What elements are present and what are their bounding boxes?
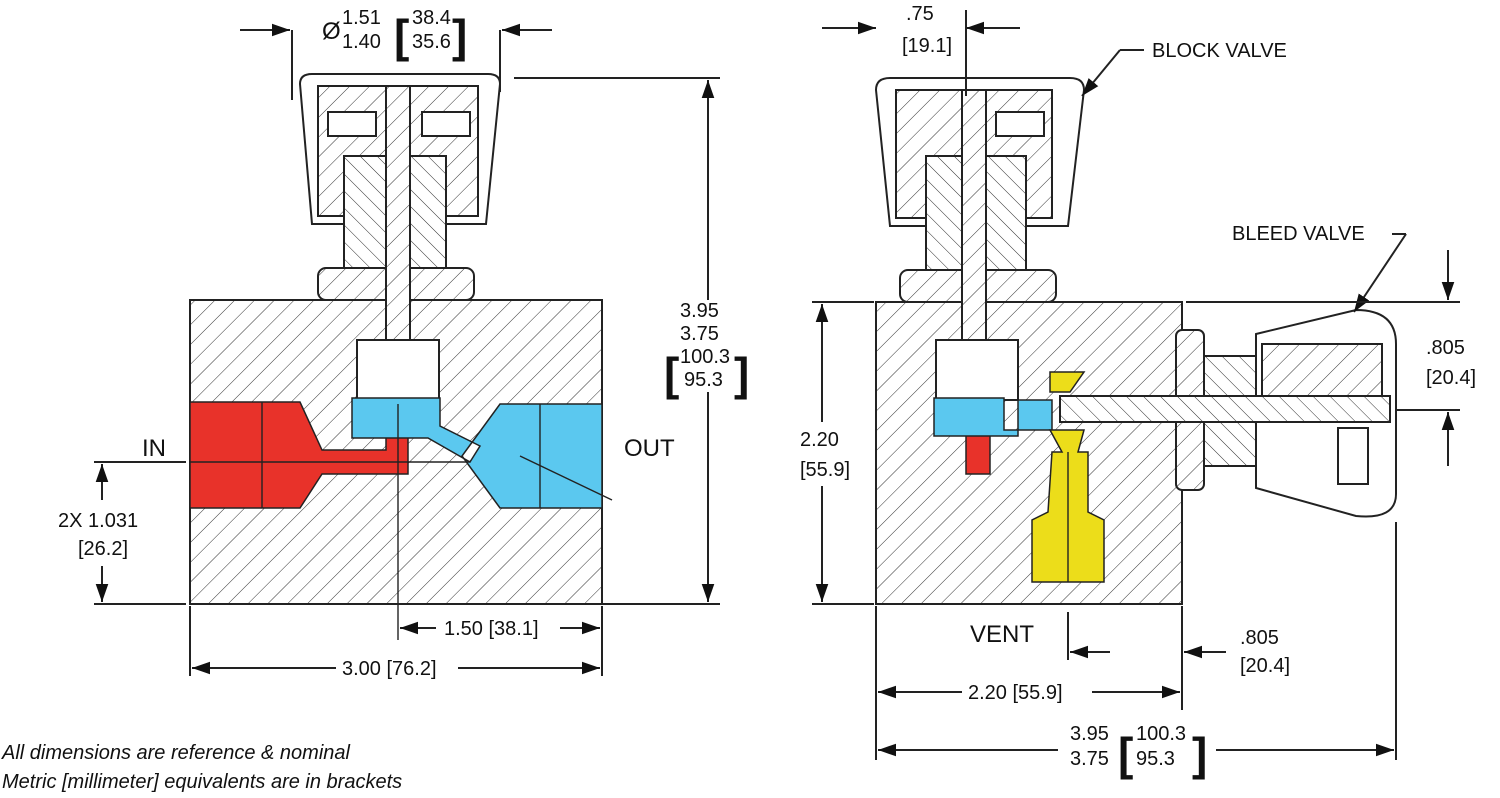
left-port-height-line2: [26.2] <box>78 538 128 560</box>
left-port-height-line1: 2X 1.031 <box>58 510 138 532</box>
left-diameter-min-mm: 35.6 <box>412 31 451 53</box>
right-view: .75 [19.1] BLOCK VALVE BLEED VALVE .805 … <box>800 3 1476 780</box>
right-overall-max-mm: 100.3 <box>1136 723 1186 745</box>
svg-text:[: [ <box>1118 728 1133 780</box>
note-line-1: All dimensions are reference & nominal <box>1 742 351 764</box>
left-width: 3.00 [76.2] <box>342 658 437 680</box>
right-stem-offset-line1: .75 <box>906 3 934 25</box>
left-height-max-in: 3.95 <box>680 300 719 322</box>
left-diameter-min-in: 1.40 <box>342 31 381 53</box>
svg-text:]: ] <box>452 10 467 62</box>
right-outlet-passage <box>933 397 1053 437</box>
right-bleed-height-line2: [20.4] <box>1426 367 1476 389</box>
svg-text:]: ] <box>734 348 749 400</box>
right-bleed-stem <box>1059 395 1391 423</box>
right-stem-offset-line2: [19.1] <box>902 35 952 57</box>
right-overall-min-in: 3.75 <box>1070 748 1109 770</box>
left-outlet-label: OUT <box>624 435 675 462</box>
left-height-min-in: 3.75 <box>680 323 719 345</box>
svg-text:[: [ <box>394 10 409 62</box>
left-height-max-mm: 100.3 <box>680 346 730 368</box>
left-center-offset: 1.50 [38.1] <box>444 618 539 640</box>
right-block-valve-label: BLOCK VALVE <box>1152 40 1287 62</box>
left-inlet-label: IN <box>142 435 166 462</box>
right-overall-max-in: 3.95 <box>1070 723 1109 745</box>
left-diameter-symbol: Ø <box>322 18 341 45</box>
left-view: Ø 1.51 1.40 [ 38.4 35.6 ] 3.95 3.75 [ 10… <box>58 7 749 680</box>
right-overall-min-mm: 95.3 <box>1136 748 1175 770</box>
note-line-2: Metric [millimeter] equivalents are in b… <box>2 771 402 793</box>
right-valve-body <box>875 301 1183 605</box>
right-vent-label: VENT <box>970 621 1034 648</box>
svg-text:[: [ <box>664 348 679 400</box>
right-bleed-height-line1: .805 <box>1426 337 1465 359</box>
right-vent-offset-line1: .805 <box>1240 627 1279 649</box>
svg-text:]: ] <box>1192 728 1207 780</box>
left-diameter-max-in: 1.51 <box>342 7 381 29</box>
right-body-height-line2: [55.9] <box>800 459 850 481</box>
right-vent-offset-line2: [20.4] <box>1240 655 1290 677</box>
right-bleed-valve-label: BLEED VALVE <box>1232 223 1365 245</box>
right-body-width: 2.20 [55.9] <box>968 682 1063 704</box>
left-height-min-mm: 95.3 <box>684 369 723 391</box>
right-body-height-line1: 2.20 <box>800 429 839 451</box>
left-diameter-max-mm: 38.4 <box>412 7 451 29</box>
